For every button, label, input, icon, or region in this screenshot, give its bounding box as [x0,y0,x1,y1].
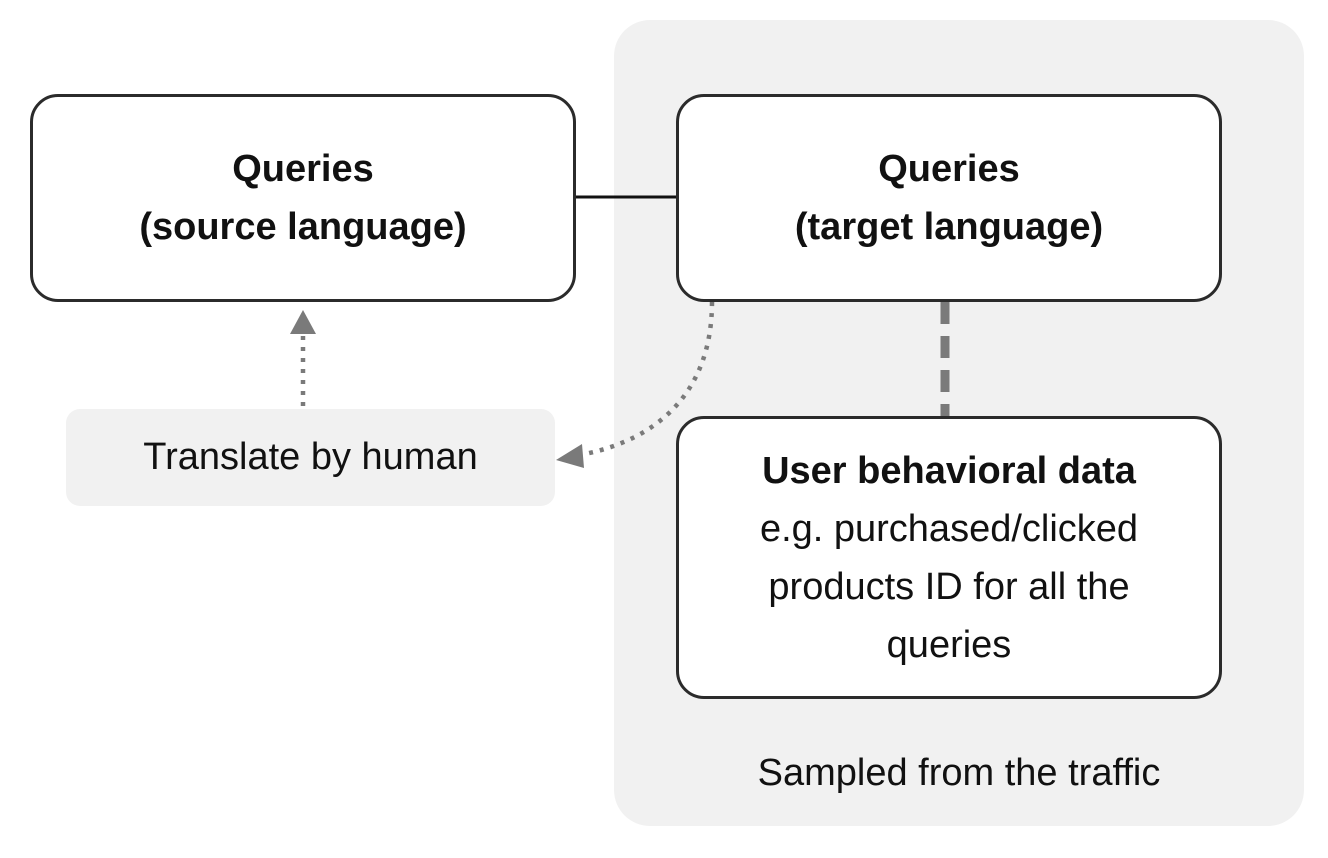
behavior-node-title: User behavioral data [762,449,1136,492]
target-queries-node: Queries (target language) [676,94,1222,302]
group-label: Sampled from the traffic [757,752,1161,794]
source-queries-node: Queries (source language) [30,94,576,302]
behavior-node-line-1: e.g. purchased/clicked [759,507,1139,550]
behavior-node-line-3: queries [886,623,1012,666]
translate-by-human-box: Translate by human [66,409,555,506]
source-node-subtitle: (source language) [139,206,467,248]
target-node-title: Queries [878,148,1020,190]
behavior-node-line-2: products ID for all the [768,565,1130,608]
target-to-translate-arrow [579,301,715,458]
translate-arrowhead [556,444,584,468]
target-node-subtitle: (target language) [794,206,1104,248]
source-node-title: Queries [232,148,374,190]
source-arrowhead [290,310,316,334]
user-behavior-node: User behavioral data e.g. purchased/clic… [676,416,1222,699]
